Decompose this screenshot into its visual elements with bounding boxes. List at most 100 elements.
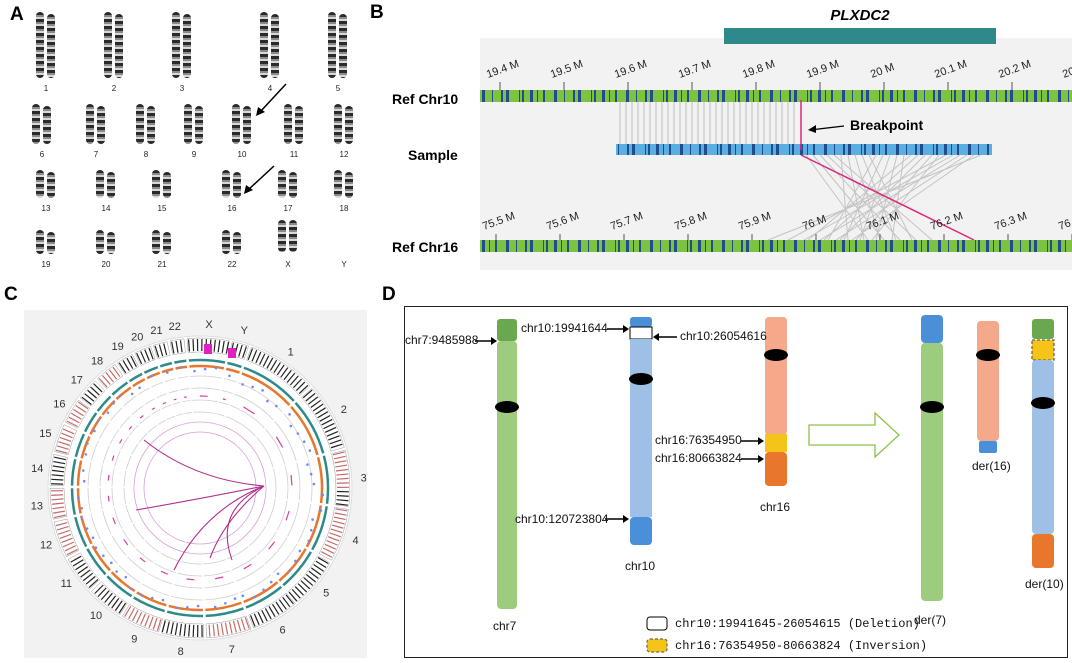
- label-mark: [752, 144, 755, 155]
- circos-dot: [320, 509, 323, 512]
- label-mark: [824, 144, 827, 155]
- label-mark: [999, 240, 1001, 252]
- circos-dot: [277, 573, 280, 576]
- label-mark: [522, 90, 524, 102]
- label-mark: [807, 90, 808, 102]
- label-mark: [554, 90, 557, 102]
- highlight-y: [204, 344, 212, 354]
- label-mark: [632, 144, 635, 155]
- label-mark: [861, 90, 863, 102]
- derivative-chromosome-panel: chr7:9485988 chr10:19941644 chr10:260546…: [404, 306, 1068, 658]
- label-mark: [986, 90, 989, 102]
- circos-dot: [83, 480, 86, 483]
- gene-label: PLXDC2: [830, 7, 890, 24]
- label-mark: [1058, 240, 1061, 252]
- panel-d-svg: [405, 307, 1067, 657]
- label-mark: [896, 144, 899, 155]
- label-mark: [783, 240, 785, 252]
- label-mark: [543, 90, 545, 102]
- label-mark: [708, 90, 709, 102]
- der10-centromere: [1031, 397, 1055, 409]
- chr10-marker-b-label: chr10:26054616: [680, 329, 767, 343]
- label-mark: [602, 240, 605, 252]
- label-mark: [1034, 240, 1037, 252]
- circos-dot: [310, 473, 313, 476]
- label-mark: [879, 90, 880, 102]
- ref-chr16-label: Ref Chr16: [392, 239, 458, 255]
- chr10-name: chr10: [625, 559, 655, 573]
- label-mark: [927, 240, 929, 252]
- circos-dot: [77, 496, 80, 499]
- circos-dot: [93, 430, 96, 433]
- circos-dot: [275, 405, 278, 408]
- cnv-segment: [223, 399, 226, 400]
- label-mark: [794, 90, 797, 102]
- label-mark: [807, 144, 808, 155]
- label-mark: [920, 144, 923, 155]
- circos-label-18: 18: [91, 355, 103, 367]
- circos-dot: [241, 383, 244, 386]
- label-mark: [993, 240, 994, 252]
- label-mark: [777, 240, 778, 252]
- label-mark: [1005, 90, 1007, 102]
- label-mark: [648, 144, 650, 155]
- label-mark: [885, 144, 887, 155]
- label-mark: [482, 240, 485, 252]
- label-mark: [741, 144, 743, 155]
- label-mark: [698, 240, 701, 252]
- cnv-segment: [108, 475, 109, 481]
- chr7-name: chr7: [493, 619, 516, 633]
- circos-dot: [86, 442, 89, 445]
- label-mark: [762, 240, 764, 252]
- band: [209, 625, 210, 637]
- chr10-top-segment: [630, 317, 652, 327]
- label-mark: [609, 90, 610, 102]
- sample-label: Sample: [408, 147, 458, 163]
- circos-dot: [306, 463, 309, 466]
- label-mark: [698, 90, 701, 102]
- label-mark: [746, 90, 749, 102]
- cnv-segment: [174, 399, 177, 400]
- label-mark: [746, 240, 749, 252]
- label-mark: [506, 240, 509, 252]
- label-mark: [615, 90, 617, 102]
- circos-label-20: 20: [131, 331, 143, 343]
- label-mark: [618, 144, 619, 155]
- label-mark: [792, 144, 794, 155]
- label-mark: [885, 240, 887, 252]
- circos-dot: [81, 518, 84, 521]
- der10-end-segment: [1032, 534, 1054, 568]
- chr10-bottom-segment: [630, 517, 652, 545]
- der16-end-segment: [979, 441, 997, 453]
- label-mark: [681, 90, 682, 102]
- label-mark: [831, 90, 833, 102]
- chr10-marker-a-label: chr10:19941644: [521, 321, 608, 335]
- label-mark: [660, 240, 661, 252]
- sample-track: [616, 144, 992, 155]
- circos-dot: [288, 413, 291, 416]
- label-mark: [674, 240, 677, 252]
- label-mark: [842, 240, 845, 252]
- circos-label-Y: Y: [241, 325, 249, 337]
- circos-dot: [290, 425, 293, 428]
- label-mark: [650, 90, 653, 102]
- label-mark: [834, 144, 835, 155]
- chr10-deletion-segment: [630, 327, 652, 339]
- circos-label-10: 10: [90, 610, 102, 622]
- circos-label-8: 8: [178, 646, 184, 658]
- chr10-marker-c-arrowhead: [623, 515, 629, 523]
- label-mark: [741, 240, 743, 252]
- label-mark: [759, 90, 761, 102]
- circos-dot: [82, 469, 85, 472]
- label-mark: [495, 240, 497, 252]
- circos-label-15: 15: [39, 428, 51, 440]
- circos-dot: [138, 387, 141, 390]
- label-mark: [627, 144, 629, 155]
- label-mark: [717, 90, 719, 102]
- label-mark: [711, 240, 713, 252]
- label-mark: [944, 144, 947, 155]
- label-mark: [848, 144, 851, 155]
- circos-label-5: 5: [323, 588, 329, 600]
- label-mark: [537, 90, 538, 102]
- label-mark: [732, 240, 733, 252]
